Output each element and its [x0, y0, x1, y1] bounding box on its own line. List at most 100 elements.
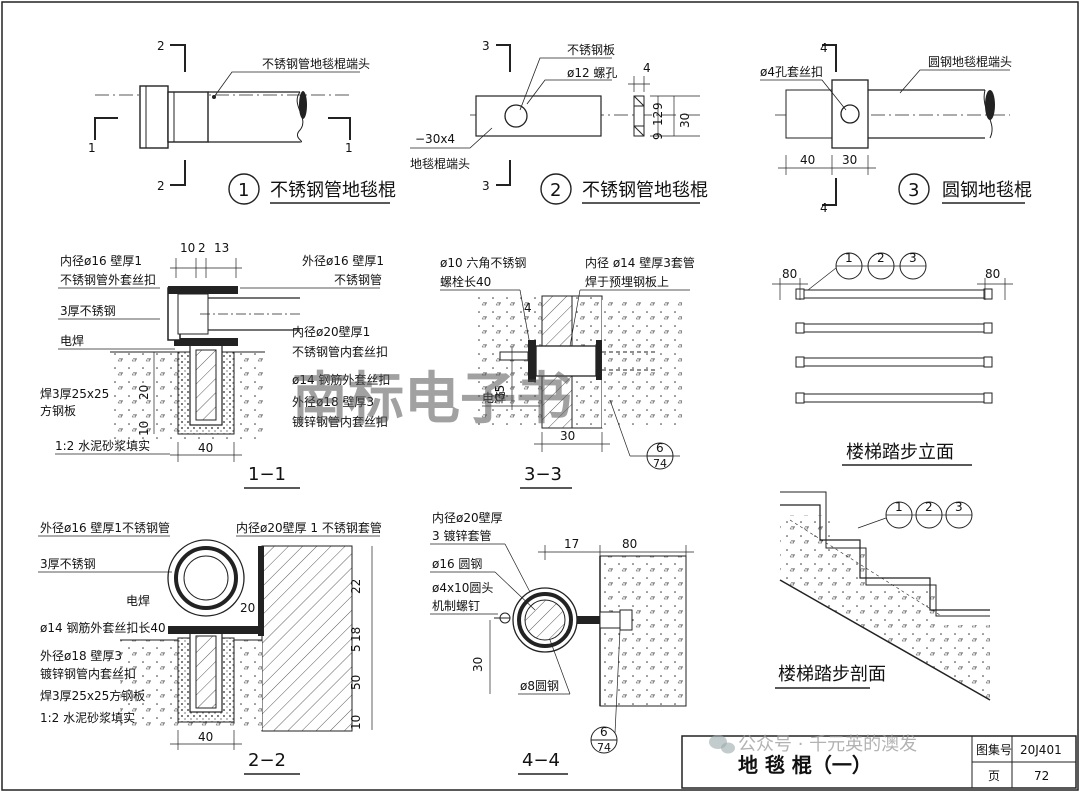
- v1-cut-top: 2: [157, 39, 165, 53]
- s44-ref-bottom: 74: [597, 741, 611, 754]
- overlay-account: 公众号 · 千元英的澳发: [738, 734, 917, 755]
- s44-note-5: ø8圆钢: [520, 679, 559, 693]
- s44-note-1: 3 镀锌套管: [432, 528, 491, 543]
- v1-cut-left: 1: [88, 141, 96, 155]
- v1-cut-right: 1: [345, 141, 353, 155]
- v2-dim-4: 4: [643, 61, 651, 75]
- s22-dim-40: 40: [198, 730, 213, 744]
- view-3-round-steel-rod: 4 4 ø4孔套丝扣 圆钢地毯棍端头 40 30 3 圆钢地毯棍: [760, 41, 1032, 215]
- s11-dim-40: 40: [198, 441, 213, 455]
- stair-rod: [795, 323, 993, 333]
- s11-note-5: 方钢板: [40, 403, 76, 418]
- s22-dim-22: 22: [349, 579, 363, 594]
- s11-note-10: 不锈钢管内套丝扣: [292, 344, 388, 359]
- prof-tag-3: 3: [955, 500, 963, 514]
- prof-tag-2: 2: [925, 500, 933, 514]
- v3-num: 3: [908, 180, 919, 201]
- prof-tag-1: 1: [895, 500, 903, 514]
- v2-title: 不锈钢管地毯棍: [582, 180, 708, 201]
- s44-note-2: ø16 圆钢: [432, 557, 482, 571]
- v2-label-hole: ø12 螺孔: [567, 66, 617, 80]
- s44-dim-30: 30: [471, 657, 485, 672]
- page-label: 页: [988, 769, 1000, 783]
- s33-dim-35: 35: [493, 385, 507, 400]
- stair-rod: [795, 357, 993, 367]
- v2-label-end: 地毯棍端头: [410, 157, 470, 171]
- v2-label-flat: −30x4: [415, 132, 455, 146]
- v2-dim-9a: 9: [651, 132, 665, 140]
- stair-elevation: 80 80 1 2 3 楼梯踏步立面: [772, 251, 1013, 466]
- s11-note-8: 不锈钢管: [334, 272, 382, 287]
- s22-note-4: ø14 钢筋外套丝扣长40: [40, 620, 166, 635]
- s22-note-8: 1:2 水泥砂浆填实: [40, 710, 135, 725]
- v3-cut-top: 4: [820, 41, 828, 55]
- v3-label-hole: ø4孔套丝扣: [760, 65, 823, 79]
- watermark-text: 南标电子书: [292, 367, 572, 432]
- stair-rod-end: [983, 392, 993, 404]
- s11-note-7: 外径ø16 壁厚1: [302, 253, 384, 268]
- v2-num: 2: [550, 180, 561, 201]
- s11-dim-v20: 20: [137, 385, 151, 400]
- elev-caption: 楼梯踏步立面: [846, 442, 954, 463]
- s11-note-6: 1:2 水泥砂浆填实: [55, 438, 150, 453]
- s33-dim-4: 4: [524, 301, 532, 315]
- v3-dim-40: 40: [800, 153, 815, 167]
- s22-note-3: 电焊: [126, 593, 150, 608]
- page-value: 72: [1034, 769, 1049, 783]
- s11-note-11: ø14 钢筋外套丝扣: [292, 372, 390, 387]
- s22-dim-18: 18: [349, 627, 363, 642]
- s11-note-9: 内径ø20壁厚1: [292, 324, 370, 339]
- prof-caption: 楼梯踏步剖面: [778, 664, 886, 685]
- s11-dim-v10: 10: [137, 421, 151, 436]
- s33-dim-30: 30: [560, 429, 575, 443]
- stair-rod-end: [983, 322, 993, 334]
- v3-cut-bottom: 4: [820, 201, 828, 215]
- v3-label-end: 圆钢地毯棍端头: [928, 55, 1012, 69]
- s33-note-4: 电焊: [482, 390, 506, 405]
- v1-title: 不锈钢管地毯棍: [270, 180, 396, 201]
- stair-rod: [795, 289, 993, 299]
- section-3-3: ø10 六角不锈钢 螺栓长40 内径 ø14 壁厚3套管 焊于预埋钢板上 电焊 …: [440, 255, 695, 489]
- s22-dim-10: 10: [349, 715, 363, 730]
- view-1-stainless-tube-rod: 2 2 1 1 不锈钢管地毯棍端头 1 不锈钢管地毯棍: [88, 39, 396, 205]
- s22-dim-20: 20: [240, 601, 255, 615]
- stair-rod-end: [795, 392, 805, 404]
- stair-rod-end: [795, 356, 805, 368]
- s44-note-4: 机制螺钉: [432, 599, 480, 613]
- v2-cut-bottom: 3: [482, 179, 490, 193]
- section-2-2: 外径ø16 壁厚1不锈钢管 内径ø20壁厚 1 不锈钢套管 3厚不锈钢 电焊 ø…: [38, 520, 382, 775]
- s44-name: 4−4: [522, 750, 560, 771]
- title-block-title: 地 毯 棍（一）: [738, 753, 872, 777]
- s11-note-0: 内径ø16 壁厚1: [60, 253, 142, 268]
- elev-tag-2: 2: [877, 251, 885, 265]
- s22-note-7: 焊3厚25x25方钢板: [40, 688, 145, 703]
- atlas-value: 20J401: [1020, 743, 1062, 757]
- s22-note-1: 内径ø20壁厚 1 不锈钢套管: [236, 520, 382, 535]
- s11-dim-2: 2: [198, 241, 206, 255]
- s22-note-0: 外径ø16 壁厚1不锈钢管: [40, 520, 170, 535]
- s44-dim-17: 17: [564, 537, 579, 551]
- elev-tag-3: 3: [909, 251, 917, 265]
- s11-note-13: 镀锌钢管内套丝扣: [292, 414, 388, 429]
- v1-num: 1: [238, 180, 249, 201]
- s44-ref-top: 6: [600, 725, 608, 739]
- s11-dim-13: 13: [214, 241, 229, 255]
- v1-cut-bottom: 2: [157, 179, 165, 193]
- section-1-1: 内径ø16 壁厚1 不锈钢管外套丝扣 3厚不锈钢 电焊 焊3厚25x25 方钢板…: [40, 241, 390, 489]
- elev-dim-80a: 80: [782, 267, 797, 281]
- v2-dim-30: 30: [678, 113, 692, 128]
- v1-label-end: 不锈钢管地毯棍端头: [262, 56, 370, 71]
- elev-dim-80b: 80: [985, 267, 1000, 281]
- s11-note-3: 电焊: [60, 333, 84, 348]
- wechat-icon: [709, 735, 735, 754]
- s11-name: 1−1: [248, 464, 286, 485]
- s33-note-2: 内径 ø14 壁厚3套管: [585, 255, 695, 270]
- stair-rod-end: [795, 322, 805, 334]
- s11-dim-10: 10: [180, 241, 195, 255]
- v2-cut-top: 3: [482, 39, 490, 53]
- v3-title: 圆钢地毯棍: [942, 180, 1032, 201]
- v3-dim-30: 30: [842, 153, 857, 167]
- s11-note-4: 焊3厚25x25: [40, 386, 109, 401]
- stair-rod-end: [983, 288, 993, 300]
